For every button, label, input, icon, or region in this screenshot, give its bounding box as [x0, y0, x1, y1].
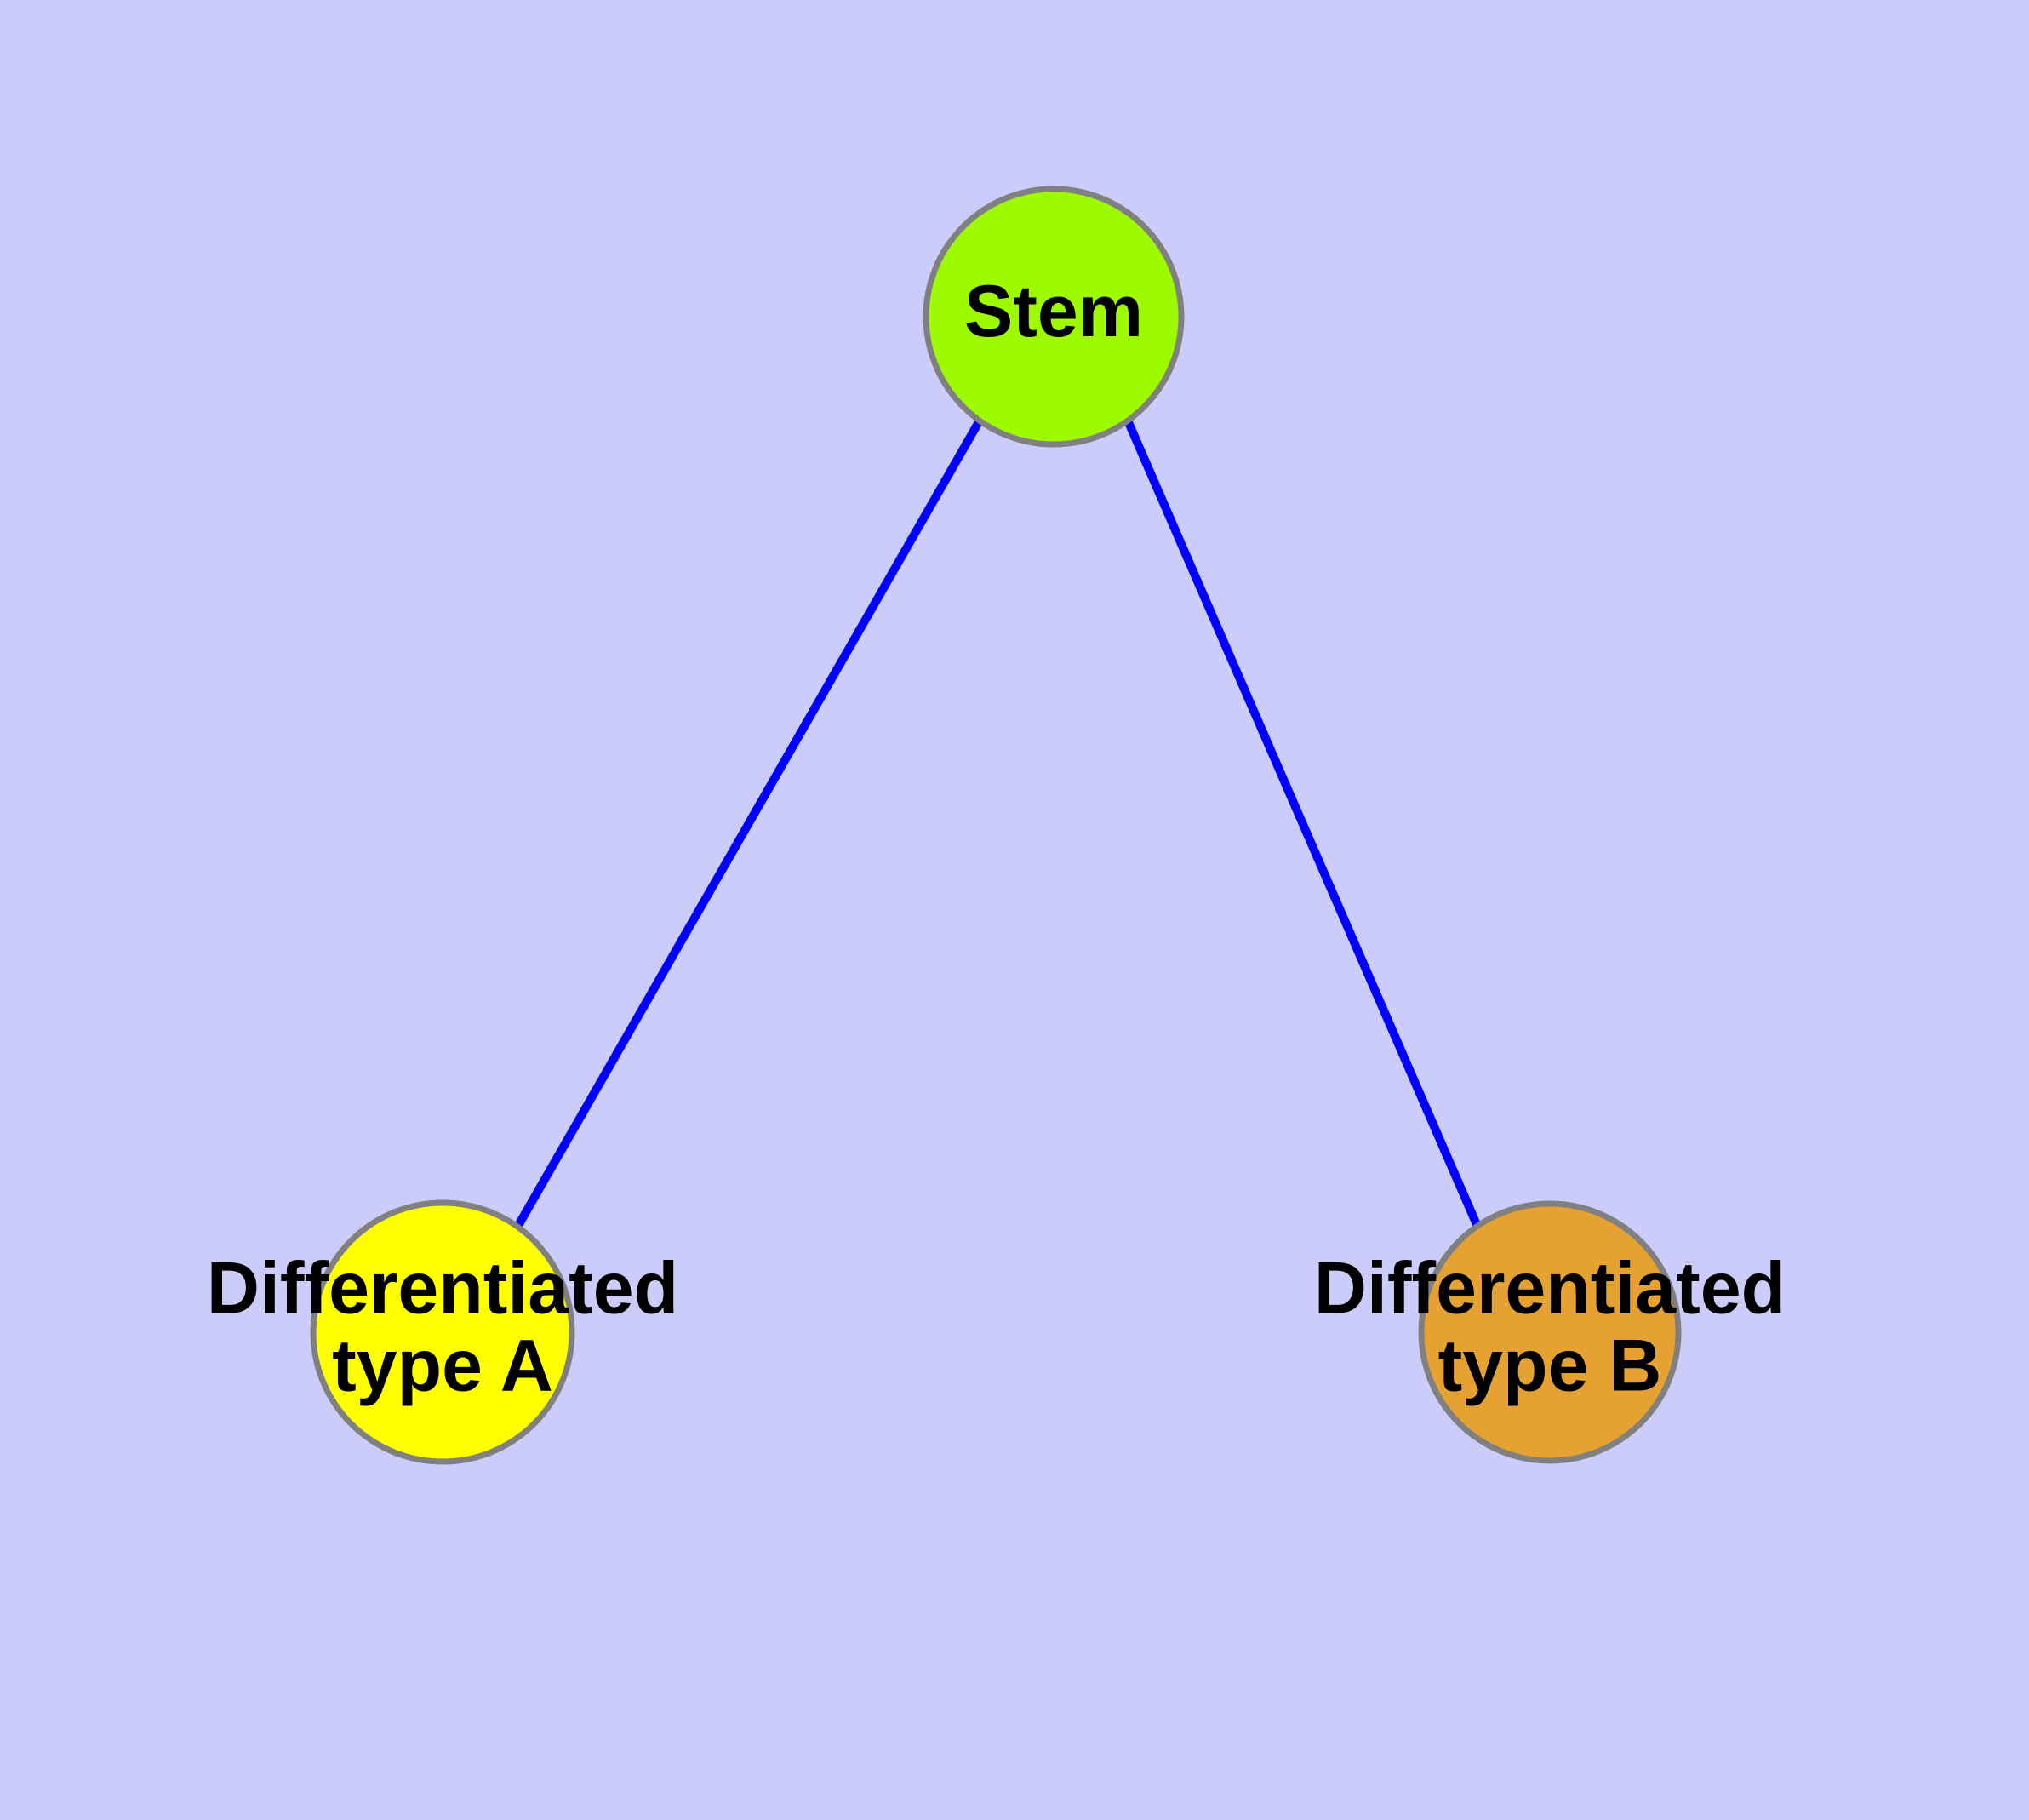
- node-label-line: type B: [1438, 1325, 1662, 1406]
- edge-layer: [512, 418, 1483, 1231]
- node-diff-b-circle[interactable]: [1418, 1200, 1682, 1464]
- node-stem-label: Stem: [964, 271, 1143, 352]
- node-label-line: Differentiated: [207, 1247, 678, 1329]
- node-label-line: Differentiated: [1314, 1247, 1786, 1329]
- node-layer: [310, 186, 1682, 1465]
- node-diff-a-circle[interactable]: [310, 1199, 575, 1465]
- edge-stem-to-diff-a[interactable]: [512, 418, 984, 1231]
- edge-stem-to-diff-b[interactable]: [1123, 419, 1483, 1230]
- node-label-line: type A: [332, 1325, 553, 1406]
- node-stem-circle[interactable]: [923, 186, 1185, 448]
- node-label-line: Stem: [964, 271, 1143, 352]
